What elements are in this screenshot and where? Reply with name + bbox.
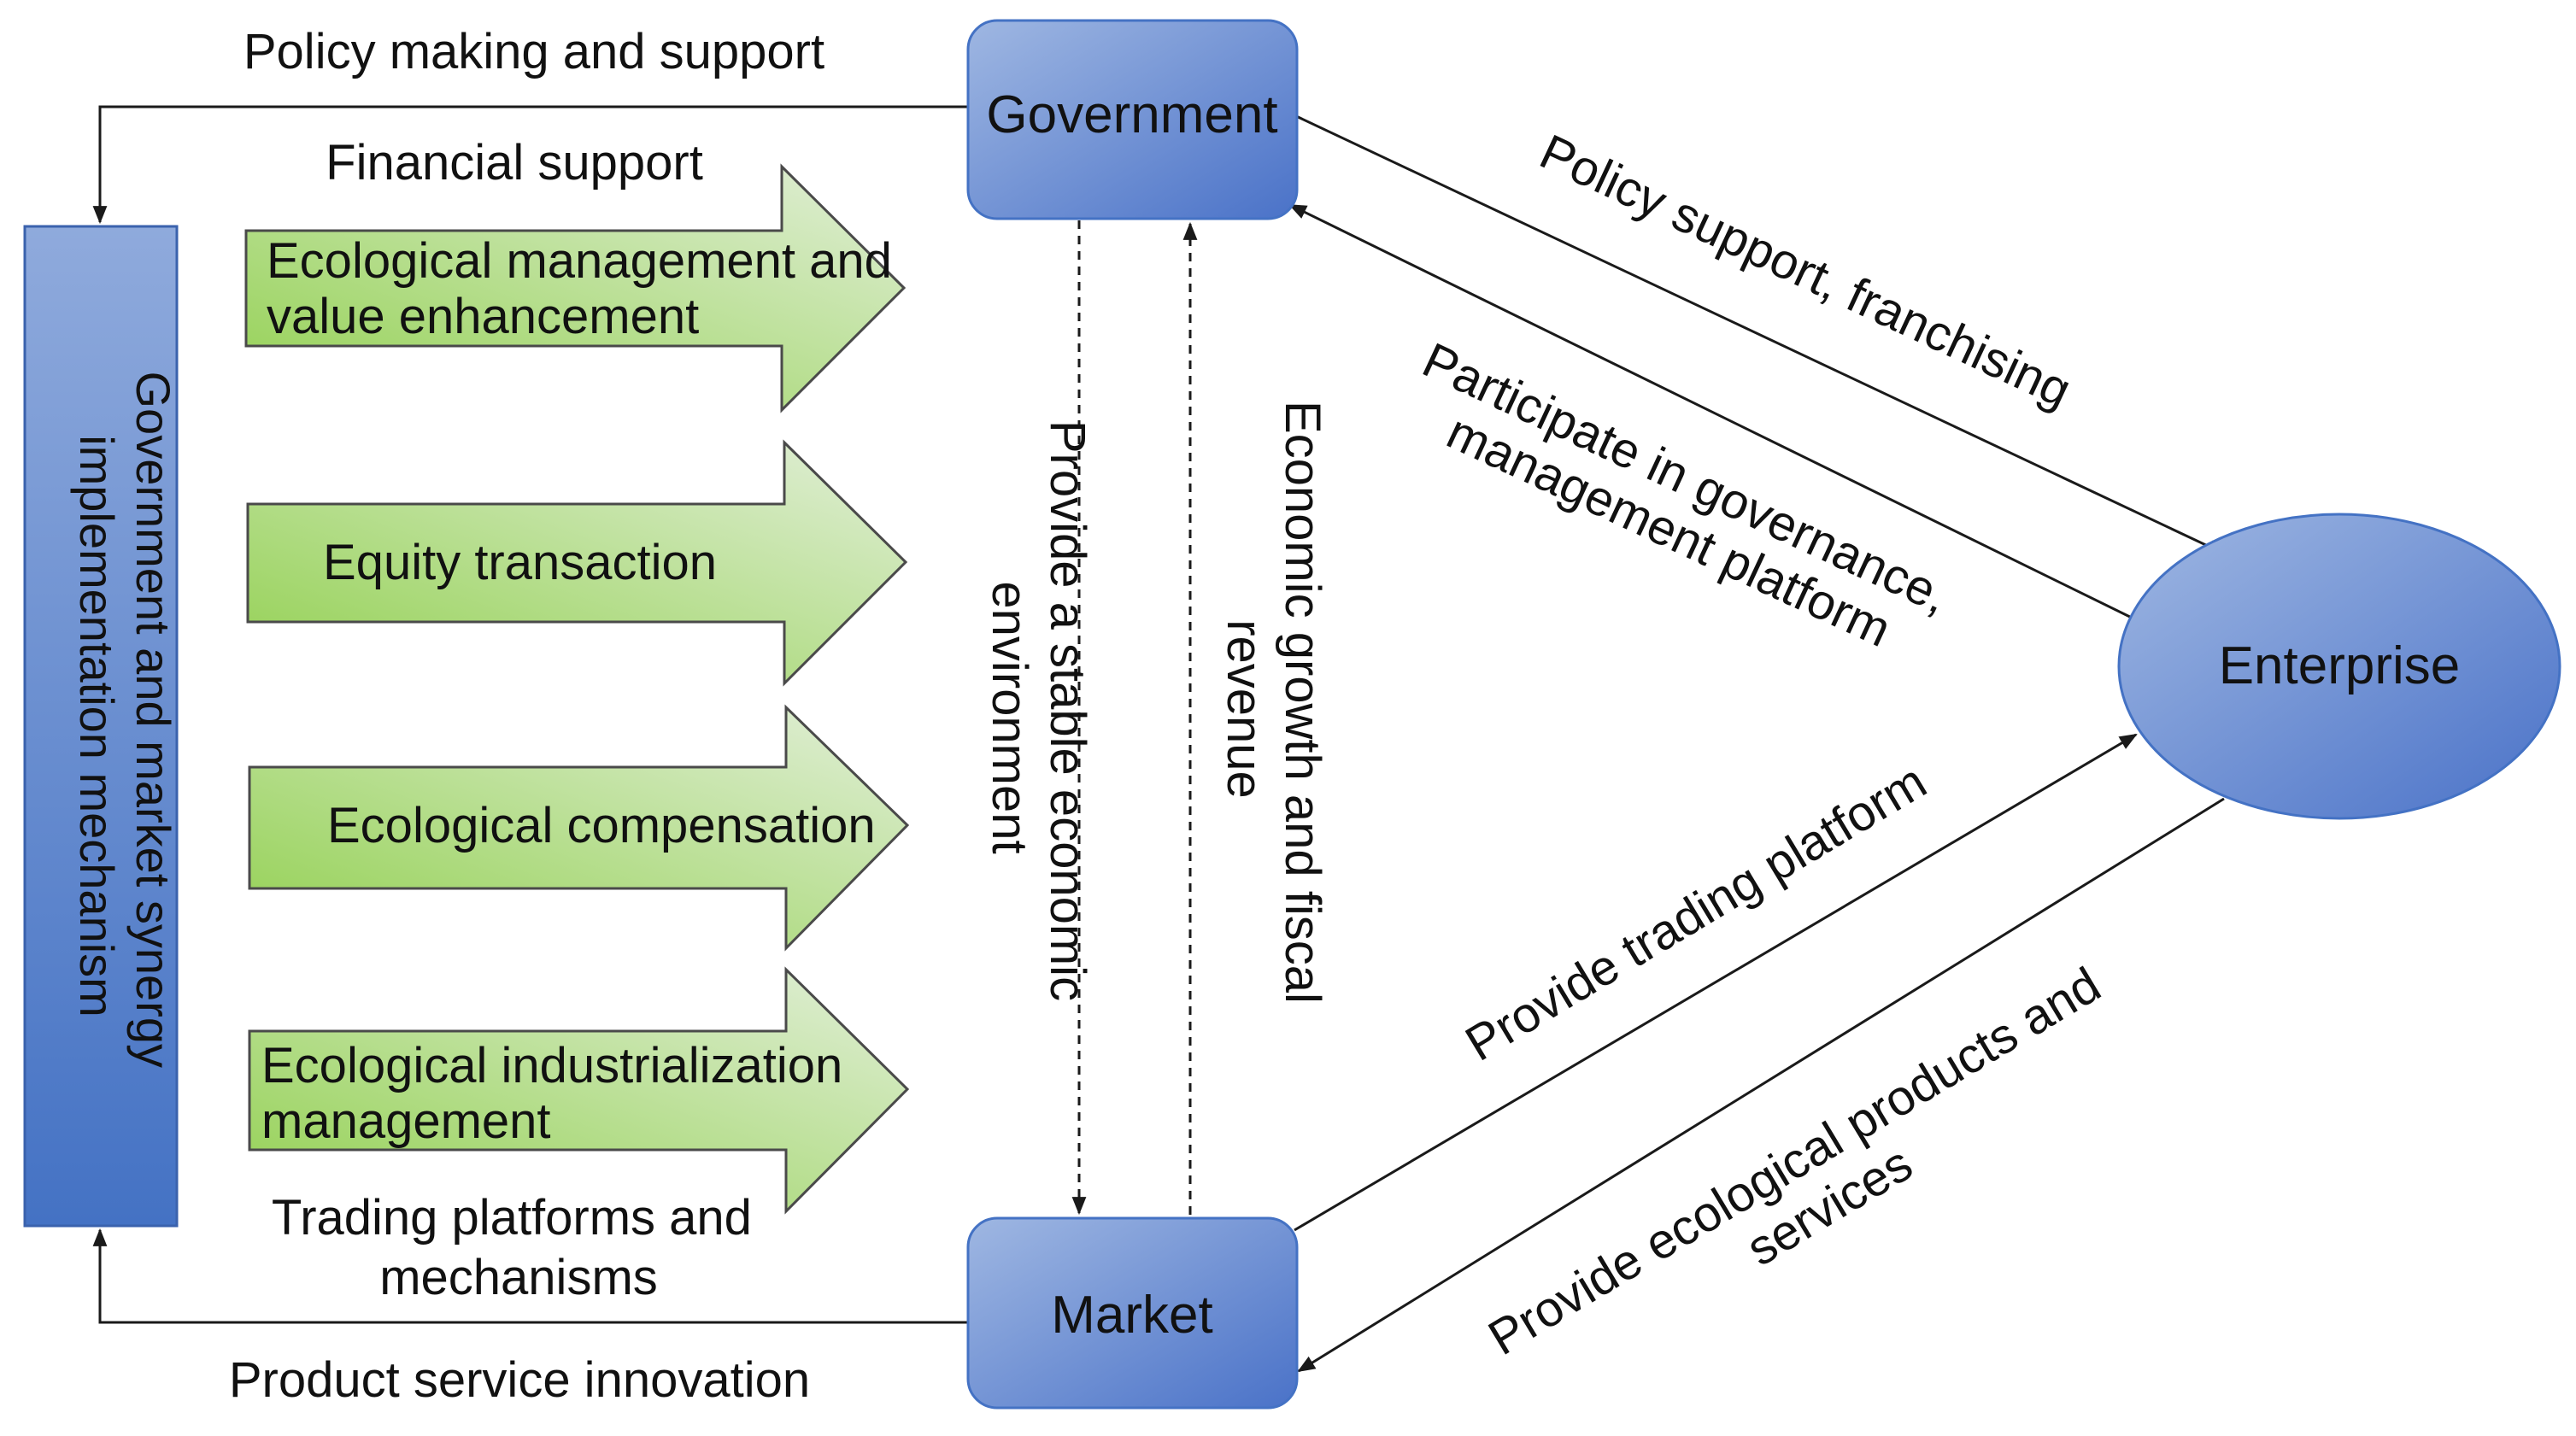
- policy-making-label: Policy making and support: [244, 24, 824, 79]
- market-label: Market: [1051, 1286, 1212, 1345]
- government-node: Government: [966, 19, 1299, 220]
- big-arrow-eco-management-label: Ecological management and value enhancem…: [267, 233, 906, 344]
- big-arrow-eco-industrialization: Ecological industrialization management: [248, 966, 910, 1215]
- enterprise-node: Enterprise: [2117, 513, 2561, 820]
- big-arrow-eco-compensation-label: Ecological compensation: [327, 798, 876, 853]
- government-label: Government: [986, 85, 1277, 144]
- product-innovation-connector: [92, 1228, 968, 1324]
- big-arrow-eco-industrialization-label: Ecological industrialization management: [261, 1038, 856, 1149]
- policy-making-connector: [92, 105, 968, 225]
- participate-arrow: [1288, 203, 2141, 624]
- eco-products-arrow: [1297, 797, 2225, 1373]
- big-arrow-equity-transaction: Equity transaction: [246, 439, 908, 687]
- policy-support-label: Policy support, franchising: [1532, 124, 2080, 419]
- stable-env-label: Provide a stable economic environment: [982, 420, 1095, 1015]
- enterprise-label: Enterprise: [2219, 636, 2461, 695]
- financial-support-label: Financial support: [326, 135, 703, 190]
- trading-platforms-label: Trading platforms and mechanisms: [272, 1190, 766, 1305]
- econ-growth-label: Economic growth and fiscal revenue: [1217, 401, 1330, 1017]
- participate-label: Participate in governance, management pl…: [1391, 332, 1969, 680]
- trading-platform-arrow: [1294, 733, 2138, 1232]
- trading-platform-label: Provide trading platform: [1456, 753, 1935, 1072]
- big-arrow-equity-transaction-label: Equity transaction: [323, 535, 717, 590]
- eco-products-label: Provide ecological products and services: [1479, 950, 2151, 1415]
- market-node: Market: [966, 1216, 1299, 1410]
- big-arrow-eco-compensation: Ecological compensation: [248, 704, 910, 952]
- big-arrow-eco-management: Ecological management and value enhancem…: [244, 163, 907, 413]
- mechanism-label: Government and market synergy implementa…: [70, 371, 180, 1081]
- policy-support-arrow: [1294, 114, 2226, 555]
- product-innovation-label: Product service innovation: [229, 1352, 810, 1408]
- mechanism-box: Government and market synergy implementa…: [23, 225, 180, 1228]
